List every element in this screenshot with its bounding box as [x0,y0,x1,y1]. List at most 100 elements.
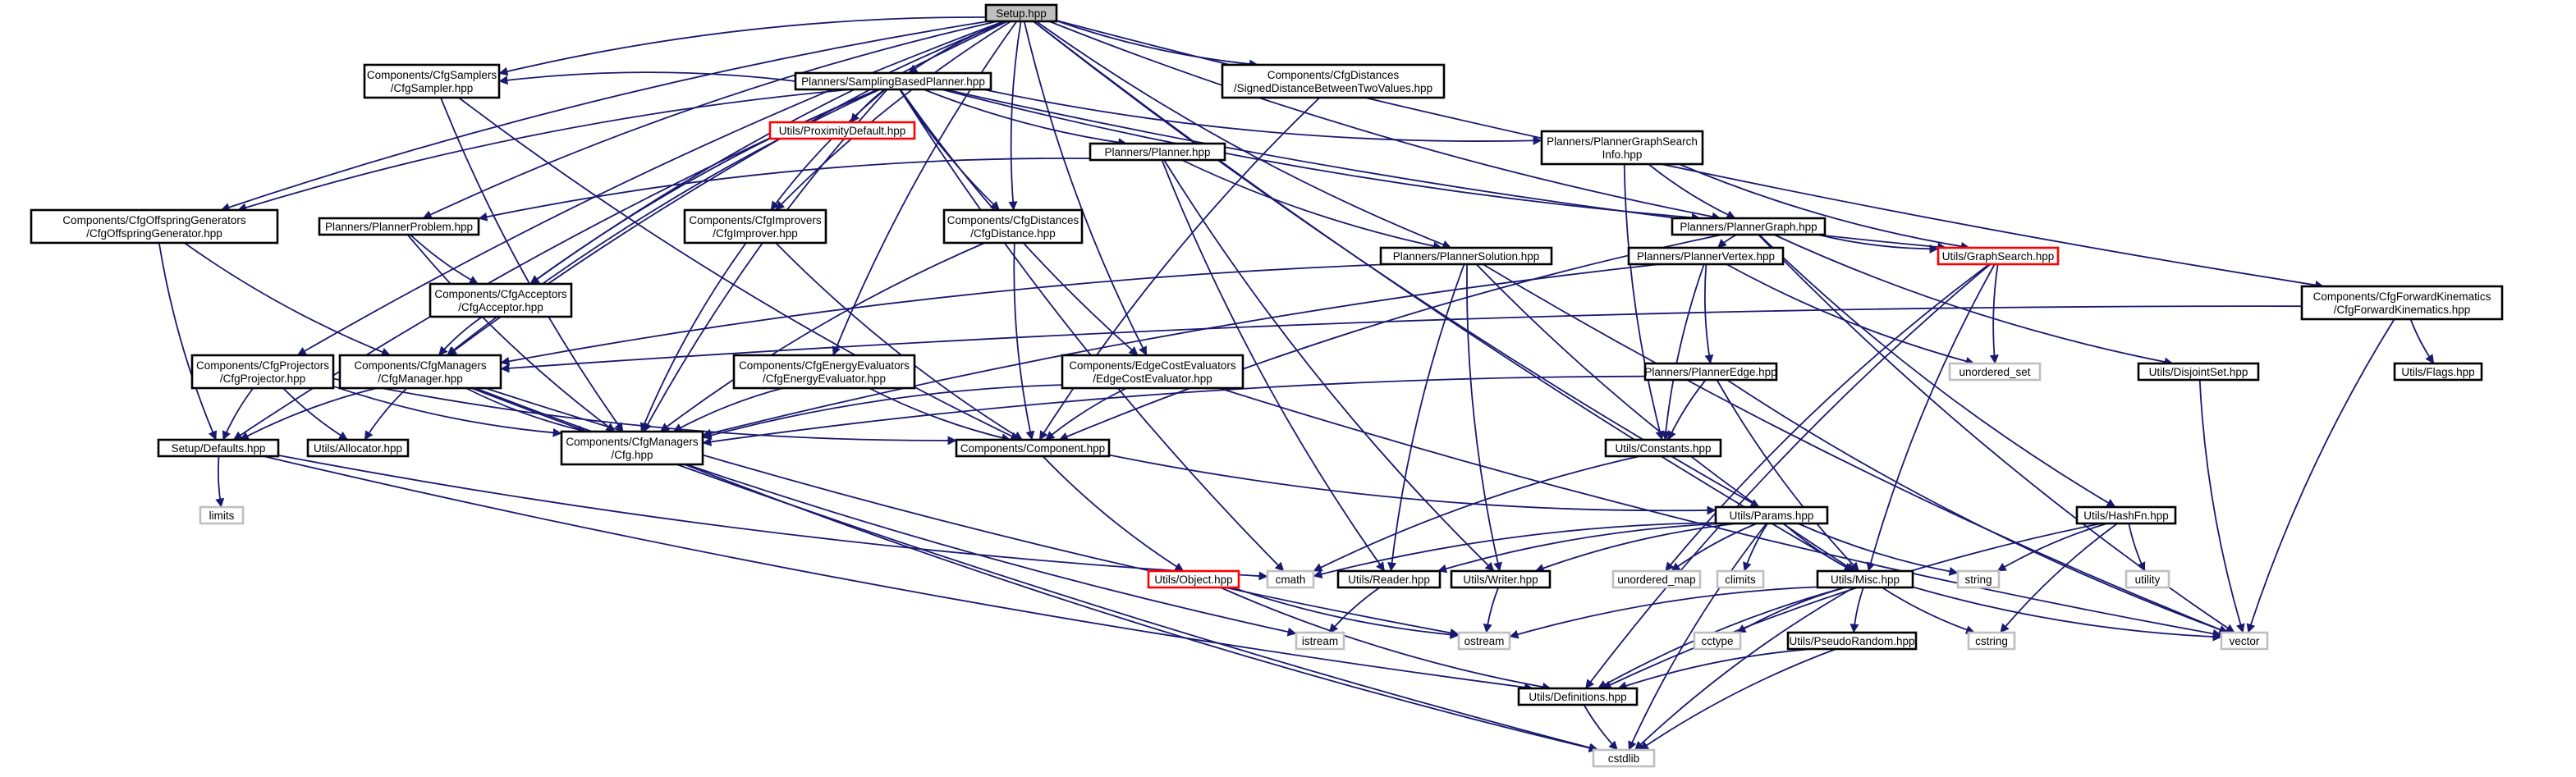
node-vector[interactable]: vector [2220,631,2269,651]
node-sbp-box [794,71,992,91]
node-cmath-box [1266,569,1315,589]
edge-sbp-to-cfgsamp [498,71,796,85]
node-misc[interactable]: Utils/Misc.hpp [1816,569,1914,589]
node-setupdef-box [157,438,280,458]
node-uset[interactable]: unordered_set [1948,362,2042,382]
edge-planner-to-writer [1163,159,1495,572]
edge-setup-to-cfgproj [296,21,1005,356]
edge-planner-to-psol [1181,159,1442,251]
node-planner[interactable]: Planners/Planner.hpp [1089,142,1226,162]
node-setupdef-label-0: Setup/Defaults.hpp [172,442,266,455]
node-writer[interactable]: Utils/Writer.hpp [1450,569,1552,589]
node-proxdef[interactable]: Utils/ProximityDefault.hpp [768,121,916,140]
node-cctype-label-0: cctype [1701,635,1733,647]
node-defs[interactable]: Utils/Definitions.hpp [1517,687,1639,706]
node-cfgdist-box [942,208,1084,245]
node-sbp-label-0: Planners/SamplingBasedPlanner.hpp [801,75,985,88]
node-fwdkin[interactable]: Components/CfgForwardKinematics/CfgForwa… [2300,285,2504,321]
edge-misc-to-vector [1912,586,2222,642]
node-pgraph[interactable]: Planners/PlannerGraph.hpp [1671,217,1827,236]
edge-misc-to-prand [1849,587,1864,633]
node-offgen[interactable]: Components/CfgOffspringGenerators/CfgOff… [30,208,279,245]
edge-sbp-to-cmath [899,89,1285,572]
node-prand[interactable]: Utils/PseudoRandom.hpp [1786,631,1918,651]
node-setup[interactable]: Setup.hpp [984,3,1058,23]
node-fwdkin-label-1: /CfgForwardKinematics.hpp [2334,304,2471,316]
edge-cfgdist-to-comp [1013,242,1035,441]
edge-setupdef-to-limits [215,455,225,508]
node-cfgsamp[interactable]: Components/CfgSamplers/CfgSampler.hpp [363,63,501,99]
node-utility[interactable]: utility [2125,569,2170,589]
edge-pvert-to-cfg [702,263,1661,438]
edge-setup-to-pgraph [1048,21,1721,222]
edge-params-to-reader [1437,523,1723,574]
node-cstdlib[interactable]: cstdlib [1592,748,1656,768]
node-flags[interactable]: Utils/Flags.hpp [2393,362,2483,382]
edge-cfgman-to-setupdef [240,387,378,441]
node-alloc[interactable]: Utils/Allocator.hpp [306,438,410,458]
node-cfgacc[interactable]: Components/CfgAcceptors/CfgAcceptor.hpp [429,282,573,318]
edge-cfgman-to-alloc [364,387,408,441]
edge-params-to-misc [1783,523,1854,572]
node-cfgman[interactable]: Components/CfgManagers/CfgManager.hpp [338,354,502,390]
edge-offgen-to-cfgman [184,242,391,357]
node-hashfn-box [2075,505,2177,525]
node-cctype-box [1693,631,1742,651]
node-pgraph-box [1671,217,1827,236]
node-sbp[interactable]: Planners/SamplingBasedPlanner.hpp [794,71,992,91]
node-ostream[interactable]: ostream [1457,631,1511,651]
node-reader[interactable]: Utils/Reader.hpp [1336,569,1442,589]
node-cstring-label-0: cstring [1975,635,2008,647]
node-hashfn[interactable]: Utils/HashFn.hpp [2075,505,2177,525]
node-comp[interactable]: Components/Component.hpp [955,438,1111,458]
node-cfg[interactable]: Components/CfgManagers/Cfg.hpp [560,430,704,466]
node-pedge[interactable]: Planners/PlannerEdge.hpp [1643,362,1778,382]
node-cmath[interactable]: cmath [1266,569,1315,589]
node-cfgimp[interactable]: Components/CfgImprovers/CfgImprover.hpp [683,208,827,245]
node-flags-label-0: Utils/Flags.hpp [2401,366,2474,378]
node-reader-label-0: Utils/Reader.hpp [1348,574,1430,586]
node-consts[interactable]: Utils/Constants.hpp [1604,438,1722,458]
node-psol[interactable]: Planners/PlannerSolution.hpp [1379,246,1553,266]
node-limits[interactable]: limits [199,505,245,525]
edge-ecost-to-cfg [702,384,1063,440]
node-uset-label-0: unordered_set [1959,366,2030,378]
node-dset-label-0: Utils/DisjointSet.hpp [2149,366,2248,378]
node-umap[interactable]: unordered_map [1611,569,1702,589]
node-cfgacc-label-0: Components/CfgAcceptors [434,288,567,300]
node-cfgproj[interactable]: Components/CfgProjectors/CfgProjector.hp… [190,354,335,390]
node-pvert-label-0: Planners/PlannerVertex.hpp [1637,250,1775,263]
node-cfgdist[interactable]: Components/CfgDistances/CfgDistance.hpp [942,208,1084,245]
node-pprob[interactable]: Planners/PlannerProblem.hpp [318,217,480,236]
node-pedge-box [1643,362,1778,382]
node-params[interactable]: Utils/Params.hpp [1714,505,1829,525]
edge-fwdkin-to-vector [2246,318,2395,633]
node-string[interactable]: string [1956,569,2001,589]
node-istream-box [1295,631,1345,651]
node-ecost-box [1061,354,1244,390]
node-misc-label-0: Utils/Misc.hpp [1831,574,1900,586]
node-dset[interactable]: Utils/DisjointSet.hpp [2137,362,2260,382]
node-cfgee[interactable]: Components/CfgEnergyEvaluators/CfgEnergy… [732,354,916,390]
node-object[interactable]: Utils/Object.hpp [1147,569,1240,589]
edge-planner-to-pprob [478,158,1091,222]
node-climits[interactable]: climits [1716,569,1765,589]
node-offgen-box [30,208,279,245]
node-alloc-label-0: Utils/Allocator.hpp [314,442,402,455]
edge-psol-to-vector [1482,263,2229,634]
edge-params-to-umap [1671,523,1758,572]
node-cstring[interactable]: cstring [1967,631,2016,651]
node-params-box [1714,505,1829,525]
node-cfgsamp-label-1: /CfgSampler.hpp [391,82,474,94]
node-ecost[interactable]: Components/EdgeCostEvaluators/EdgeCostEv… [1061,354,1244,390]
node-setupdef[interactable]: Setup/Defaults.hpp [157,438,280,458]
node-gsearch[interactable]: Utils/GraphSearch.hpp [1937,246,2060,266]
node-cctype[interactable]: cctype [1693,631,1742,651]
node-pvert[interactable]: Planners/PlannerVertex.hpp [1627,246,1785,266]
node-writer-label-0: Utils/Writer.hpp [1463,574,1538,586]
node-istream[interactable]: istream [1295,631,1345,651]
edge-sbp-to-cfgdist [899,89,1001,211]
node-sdbtv[interactable]: Components/CfgDistances/SignedDistanceBe… [1221,63,1446,99]
edge-psol-to-misc [1475,263,1856,572]
